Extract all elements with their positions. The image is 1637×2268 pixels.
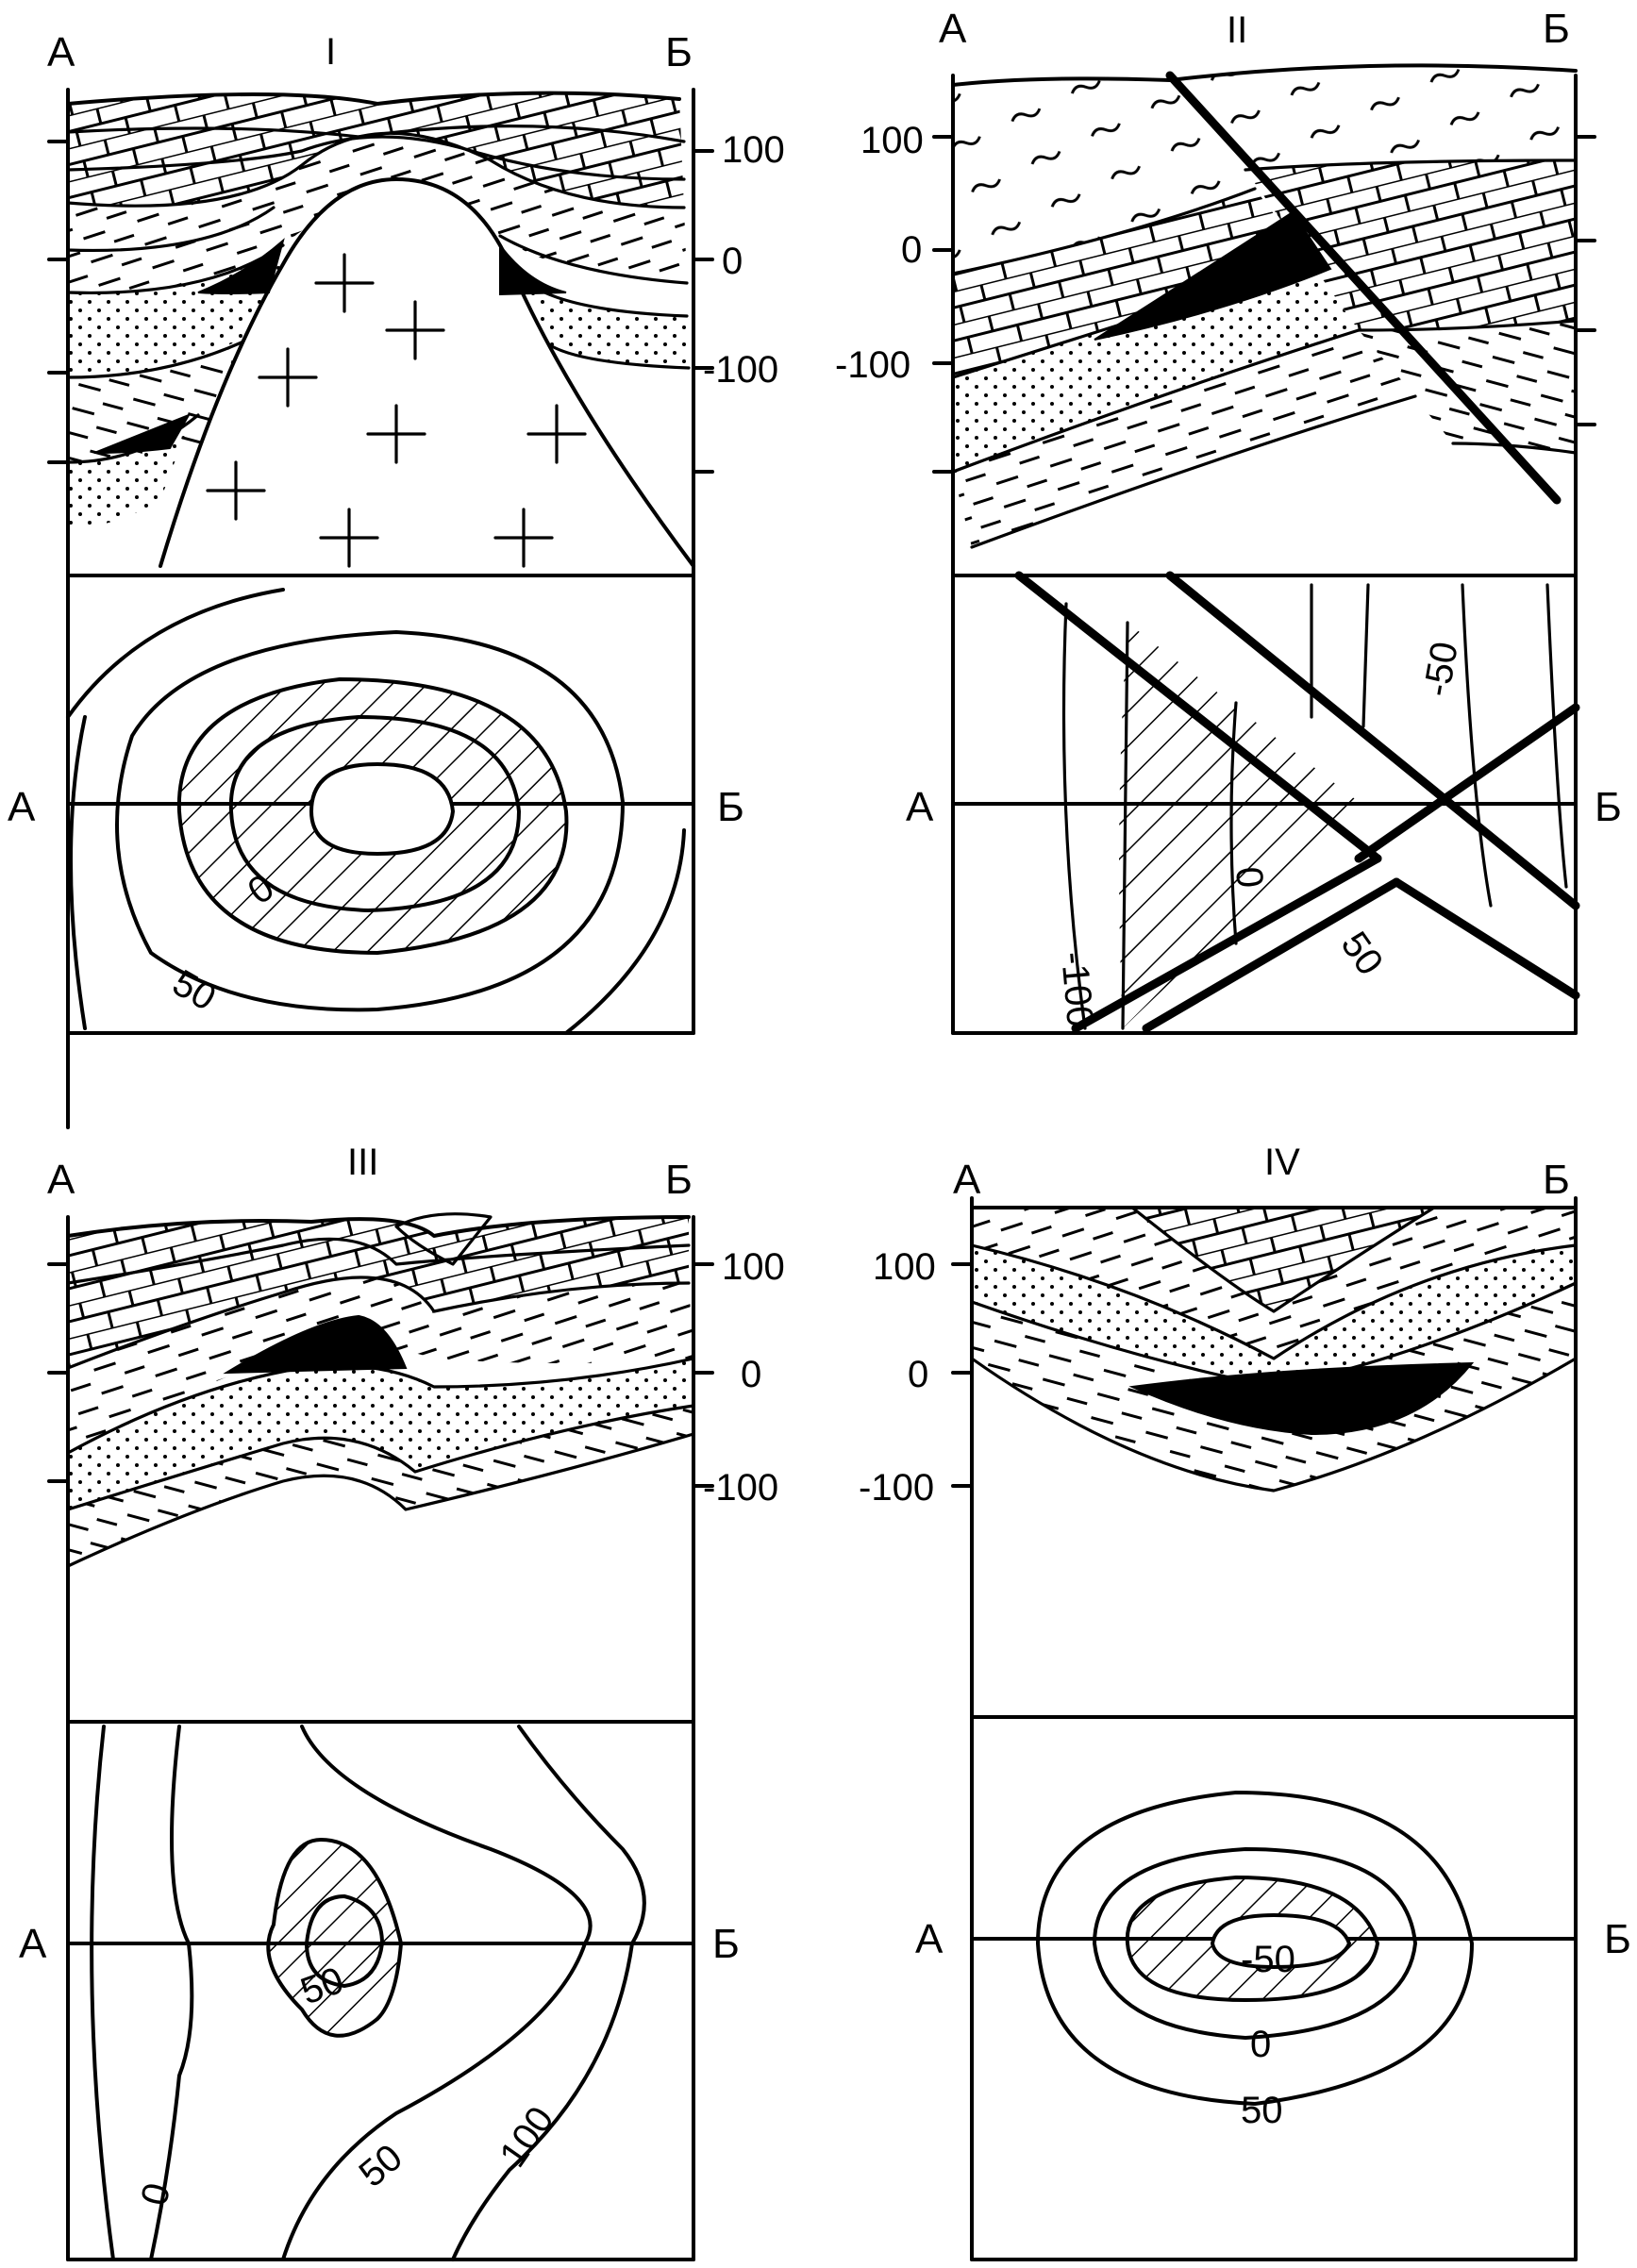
contour-label: 100	[492, 2099, 561, 2175]
corner-b-label: Б	[1543, 1157, 1570, 1203]
depth-tick-label: -100	[835, 344, 910, 386]
map-corner-a-label: А	[19, 1921, 47, 1967]
corner-a-label: А	[47, 29, 75, 75]
contour-label: 0	[1250, 2024, 1271, 2065]
depth-tick-label: 100	[860, 120, 924, 161]
contour-label: 50	[352, 2137, 410, 2195]
map-corner-a-label: А	[8, 784, 36, 830]
panel-I: А Б I 100 0 -100 А Б 0 50	[8, 29, 785, 1129]
corner-b-label: Б	[665, 29, 693, 75]
contour-label: 0	[1228, 865, 1271, 890]
depth-tick-label: 0	[741, 1354, 761, 1395]
corner-b-label: Б	[665, 1157, 693, 1203]
depth-tick-label: 0	[722, 241, 743, 282]
corner-a-label: А	[939, 6, 967, 52]
panel-title: IV	[1264, 1142, 1300, 1183]
contour-label: -50	[1416, 639, 1466, 700]
depth-tick-label: 0	[901, 229, 922, 271]
map-corner-a-label: А	[915, 1916, 944, 1962]
depth-tick-label: 100	[722, 1246, 785, 1288]
contour-label: -100	[1053, 950, 1101, 1029]
panel-III: А Б III 100 0 -100 А Б 50 0 50 100	[19, 1142, 785, 2261]
contour-label: 50	[1241, 2090, 1283, 2131]
panel-title: II	[1227, 9, 1247, 51]
depth-tick-label: -100	[703, 349, 778, 391]
corner-b-label: Б	[1543, 6, 1570, 52]
contour-label: 0	[133, 2178, 178, 2210]
map-corner-b-label: Б	[717, 784, 744, 830]
panel-title: III	[347, 1142, 378, 1183]
panel-IV: А Б IV 100 0 -100 А Б -50 0 50	[859, 1142, 1631, 2261]
map-corner-b-label: Б	[712, 1921, 740, 1967]
corner-a-label: А	[953, 1157, 981, 1203]
depth-tick-label: 0	[908, 1354, 928, 1395]
panel-II: А Б II 100 0 -100 А Б -50 -100 0 50	[835, 6, 1622, 1035]
depth-tick-label: 100	[722, 129, 785, 171]
panel-title: I	[326, 31, 336, 73]
depth-tick-label: -100	[859, 1467, 934, 1509]
depth-tick-label: -100	[703, 1467, 778, 1509]
map-corner-b-label: Б	[1604, 1916, 1631, 1962]
contour-label: 50	[166, 962, 224, 1019]
corner-a-label: А	[47, 1157, 75, 1203]
map-corner-b-label: Б	[1595, 784, 1622, 830]
depth-tick-label: 100	[873, 1246, 936, 1288]
contour-label: 50	[1333, 925, 1392, 983]
contour-label: -50	[1241, 1939, 1295, 1980]
map-corner-a-label: А	[906, 784, 934, 830]
